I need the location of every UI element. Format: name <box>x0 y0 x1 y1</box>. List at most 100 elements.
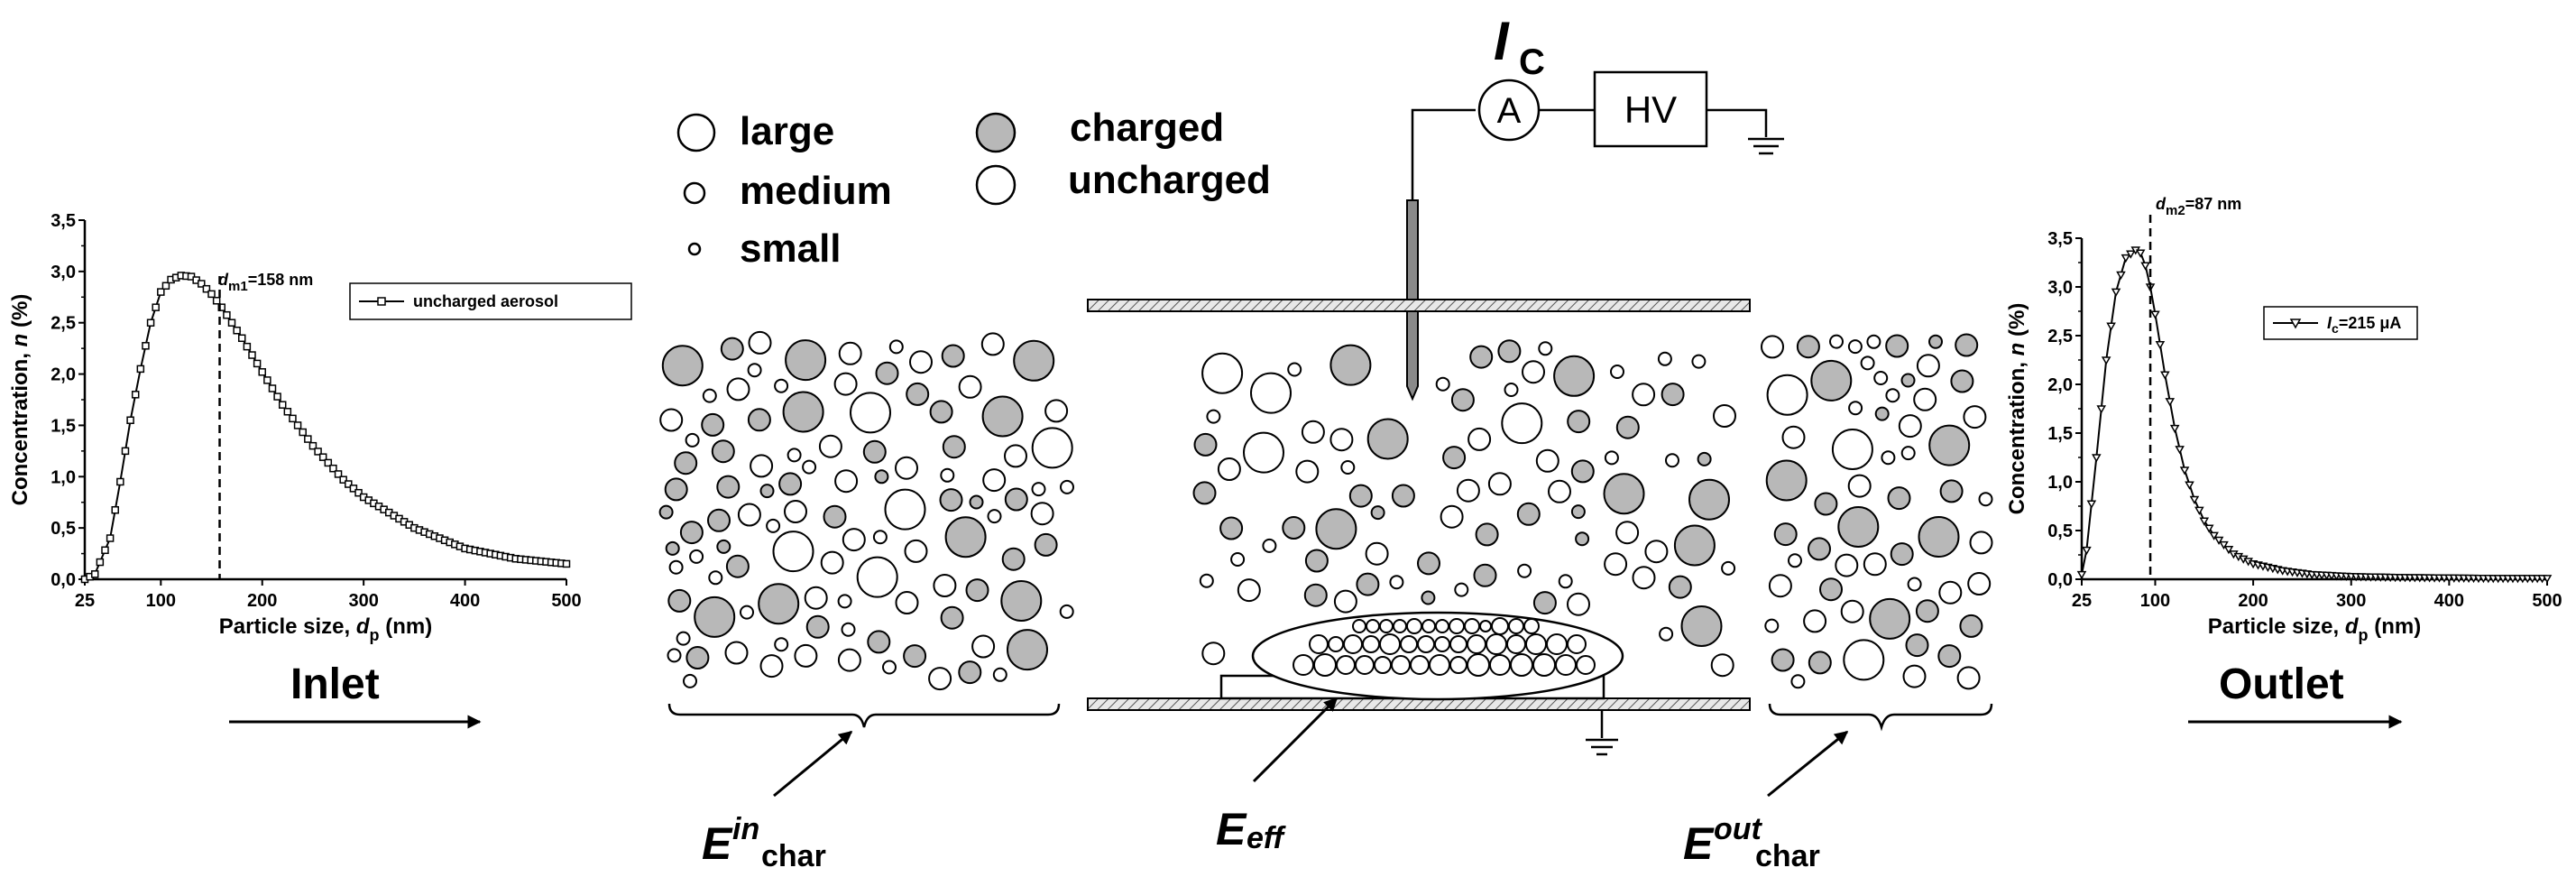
data-point <box>273 392 281 401</box>
particle <box>1456 478 1480 503</box>
particle <box>837 594 852 609</box>
particle <box>1866 334 1881 349</box>
particle <box>1810 359 1853 402</box>
particle <box>1907 577 1922 592</box>
particle <box>778 472 803 496</box>
particle <box>1201 352 1244 394</box>
particle <box>1206 409 1221 424</box>
particle <box>1632 383 1656 407</box>
data-point <box>126 416 134 424</box>
particle <box>1632 566 1656 590</box>
particle <box>1567 410 1591 434</box>
particle <box>1771 648 1795 672</box>
data-point <box>2111 288 2121 297</box>
data-point <box>2189 495 2200 504</box>
y-tick-label: 0,5 <box>2047 522 2073 541</box>
particle <box>1657 351 1672 366</box>
deposited-particle <box>1328 636 1344 652</box>
e-in-sup: in <box>732 812 759 846</box>
particle <box>895 591 919 614</box>
particle <box>1469 345 1494 369</box>
particle <box>1885 388 1900 403</box>
arrow-e-out <box>1767 730 1849 798</box>
particle <box>1764 618 1780 633</box>
y-tick-label: 2,0 <box>51 365 76 385</box>
deposited-particle <box>1391 655 1411 675</box>
particle <box>929 400 953 424</box>
deposited-particle <box>1479 620 1492 632</box>
particle <box>1522 360 1545 384</box>
legend-marker <box>2289 318 2302 329</box>
data-point <box>339 475 347 484</box>
x-tick-label: 25 <box>75 591 95 611</box>
legend-label: Ic=215 μA <box>2327 314 2401 336</box>
particle <box>1829 334 1844 349</box>
mean-size-label: dm1=158 nm <box>218 271 313 294</box>
particle <box>874 469 889 485</box>
particle <box>720 337 744 361</box>
x-axis-label: Particle size, dp (nm) <box>219 614 432 644</box>
particle <box>1959 614 1983 638</box>
particle <box>1031 427 1073 469</box>
data-point <box>293 421 302 429</box>
particle <box>834 469 859 494</box>
data-point <box>2169 424 2180 434</box>
particle <box>716 475 741 499</box>
particle <box>1713 404 1736 428</box>
particle <box>1004 487 1028 512</box>
particle <box>1837 506 1880 548</box>
data-point <box>2121 254 2131 263</box>
data-point <box>283 408 292 416</box>
data-point <box>2194 506 2204 515</box>
particle <box>659 408 684 432</box>
data-point <box>329 464 337 473</box>
particle <box>1243 431 1284 474</box>
particle <box>1881 450 1896 466</box>
deposited-particle <box>1435 619 1449 633</box>
particle <box>981 395 1024 438</box>
particle <box>1766 374 1808 416</box>
data-point <box>349 485 358 493</box>
particle <box>1356 572 1380 596</box>
data-point <box>96 558 105 567</box>
data-point <box>2106 322 2116 331</box>
data-point <box>238 334 246 343</box>
particle <box>711 439 735 464</box>
data-point <box>106 534 115 542</box>
particle <box>969 494 984 510</box>
deposited-particle <box>1449 618 1465 634</box>
particle <box>1863 552 1887 577</box>
legend-charged-circle <box>975 112 1017 153</box>
data-point <box>161 282 170 291</box>
ammeter-label: A <box>1497 91 1522 131</box>
y-tick-label: 3,5 <box>51 211 76 231</box>
particle <box>787 448 802 463</box>
particle <box>1900 446 1916 461</box>
particle <box>862 439 887 464</box>
particle <box>1340 460 1356 475</box>
particle <box>1978 492 1993 507</box>
particle <box>1644 540 1669 564</box>
deposited-particle <box>1449 635 1467 653</box>
particle <box>689 549 704 564</box>
particle-field <box>658 330 1993 691</box>
particle <box>1969 531 1993 555</box>
particle <box>701 412 725 437</box>
data-point <box>562 559 571 568</box>
particle <box>1691 354 1707 369</box>
particle <box>1610 365 1624 379</box>
deposited-particle <box>1555 654 1577 676</box>
data-point <box>345 480 353 488</box>
legend-uncharged-circle <box>975 164 1017 206</box>
legend-medium-circle <box>683 181 706 205</box>
particle <box>725 554 750 578</box>
circuit: I C A HV <box>1406 11 1784 402</box>
particle <box>841 622 856 637</box>
data-point <box>116 477 124 486</box>
particle <box>1575 531 1590 547</box>
particle <box>716 539 731 554</box>
particle <box>1847 474 1872 498</box>
deposited-particle <box>1489 654 1511 676</box>
x-tick-label: 400 <box>2434 591 2464 611</box>
deposited-particle <box>1362 635 1380 653</box>
